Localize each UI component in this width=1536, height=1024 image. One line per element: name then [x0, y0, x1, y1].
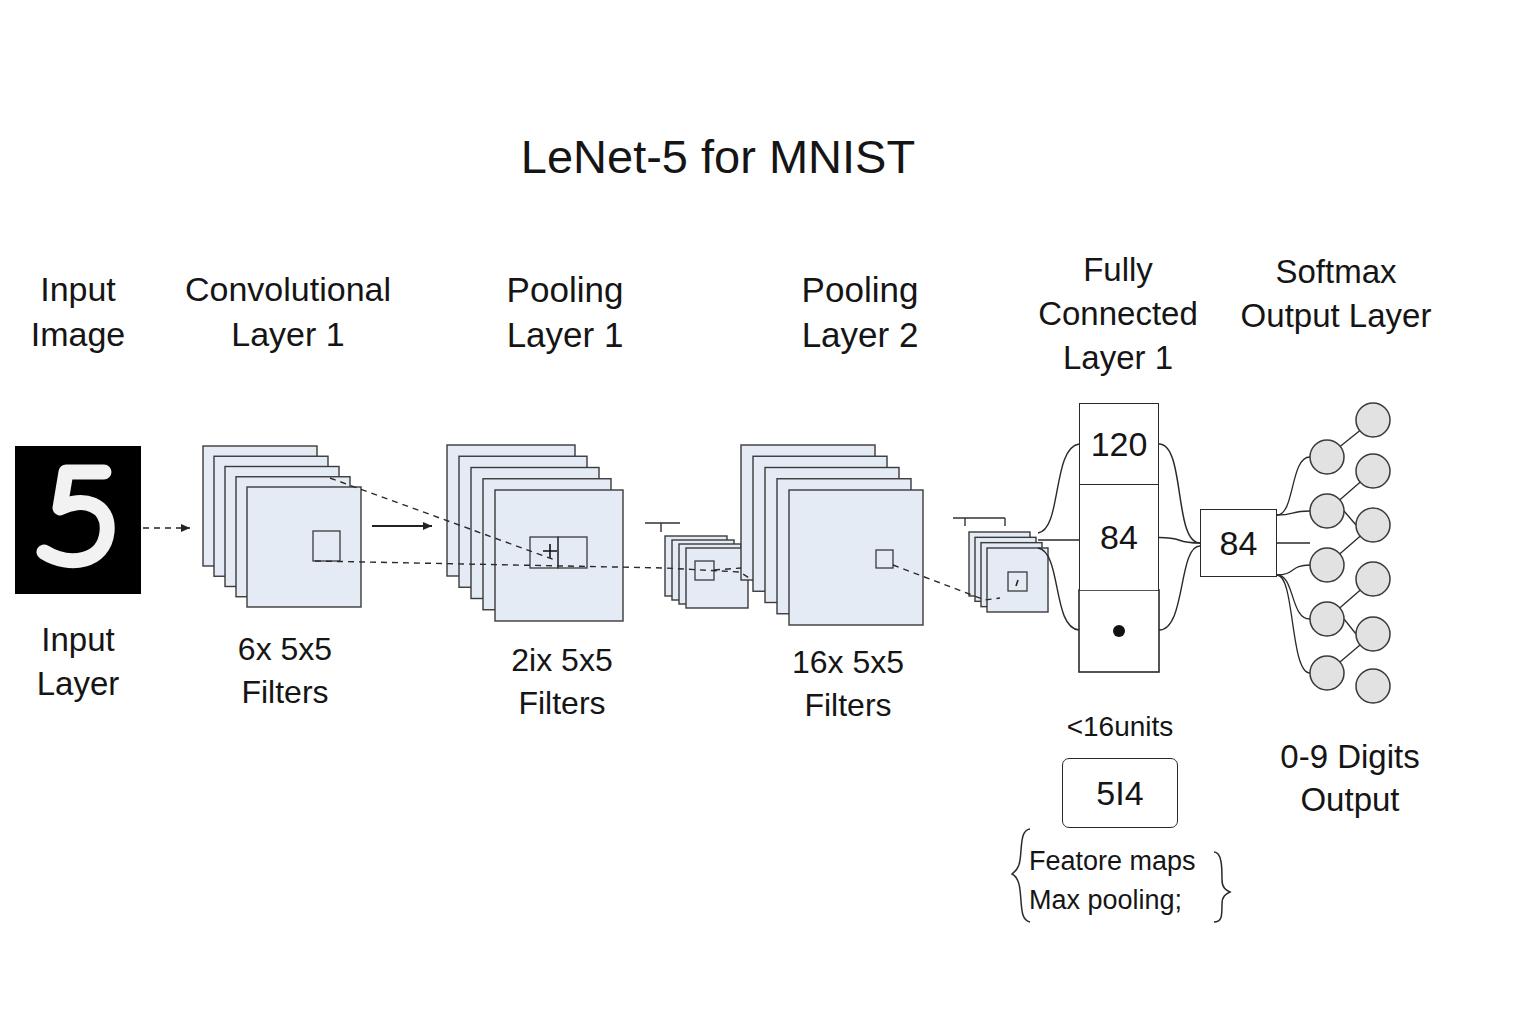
connector — [1159, 538, 1200, 544]
neuron — [1310, 656, 1344, 690]
node-text: 84 — [1100, 518, 1138, 557]
neuron — [1356, 669, 1390, 703]
filter-caption: 6x 5x5 Filters — [215, 628, 355, 714]
dense-box: 84 — [1200, 509, 1277, 577]
neuron — [1310, 548, 1344, 582]
digit-stroke — [44, 472, 107, 561]
node-text-group: 120 — [1091, 425, 1148, 464]
connection-line — [1277, 542, 1310, 543]
feature-map-sheet — [686, 548, 748, 608]
units-note: <16units — [1035, 710, 1205, 744]
output-caption: 0-9 Digits Output — [1253, 735, 1448, 821]
feature-map-sheet — [495, 490, 623, 621]
flow-arrow — [143, 527, 190, 529]
column-heading: Input Image — [0, 267, 158, 357]
brace-marks — [1012, 829, 1230, 922]
node-text: 120 — [1091, 425, 1148, 464]
neuron — [1356, 403, 1390, 437]
projection-lines — [315, 478, 1000, 600]
neuron — [1356, 562, 1390, 596]
neuron — [1356, 454, 1390, 488]
connection-line — [1344, 511, 1356, 525]
flow-arrow — [372, 525, 432, 527]
input-image — [15, 446, 141, 594]
column-heading: Pooling Layer 2 — [775, 267, 945, 357]
filter-caption: 16x 5x5 Filters — [773, 641, 923, 727]
output-neurons — [1310, 403, 1390, 703]
tick-mark — [1016, 580, 1018, 586]
fc-section: 84 — [1079, 485, 1159, 590]
connection-line — [1277, 511, 1310, 515]
diagram-title: LeNet-5 for MNIST — [418, 128, 1018, 186]
node-text-group: 5I4 — [1096, 774, 1143, 813]
node-text: 5I4 — [1096, 774, 1143, 813]
feature-map-sheet — [247, 487, 361, 607]
column-heading: Convolutional Layer 1 — [163, 267, 413, 357]
neuron — [1356, 508, 1390, 542]
node-text-group: 84 — [1100, 518, 1138, 557]
node-text-group: 84 — [1220, 524, 1258, 563]
ellipsis-dot — [1113, 625, 1125, 637]
column-heading: Fully Connected Layer 1 — [1023, 248, 1213, 380]
feature-map-stacks — [203, 445, 1048, 625]
bracket-marks — [645, 518, 1005, 532]
connection-line — [1344, 619, 1356, 634]
layer-caption: Input Layer — [18, 618, 138, 706]
connection-line — [1277, 457, 1310, 515]
feature-map-sheet — [789, 490, 923, 625]
neuron — [1356, 617, 1390, 651]
neuron — [1310, 494, 1344, 528]
fc-section: 120 — [1079, 403, 1159, 485]
node-text: 84 — [1220, 524, 1258, 563]
feature-map-sheet — [987, 548, 1048, 612]
column-heading: Softmax Output Layer — [1226, 250, 1446, 338]
brace-note: Featore maps Max pooling; — [1029, 842, 1214, 920]
neuron — [1310, 602, 1344, 636]
column-heading: Pooling Layer 1 — [480, 267, 650, 357]
neuron — [1310, 440, 1344, 474]
connector — [1159, 444, 1200, 543]
receptive-field-squares — [313, 531, 1027, 591]
connection-line — [1277, 565, 1310, 575]
fc-section — [1079, 590, 1159, 672]
connection-line — [1277, 575, 1310, 673]
feature-box: 5I4 — [1062, 758, 1178, 828]
filter-caption: 2ix 5x5 Filters — [492, 639, 632, 725]
connection-line — [1277, 575, 1310, 619]
